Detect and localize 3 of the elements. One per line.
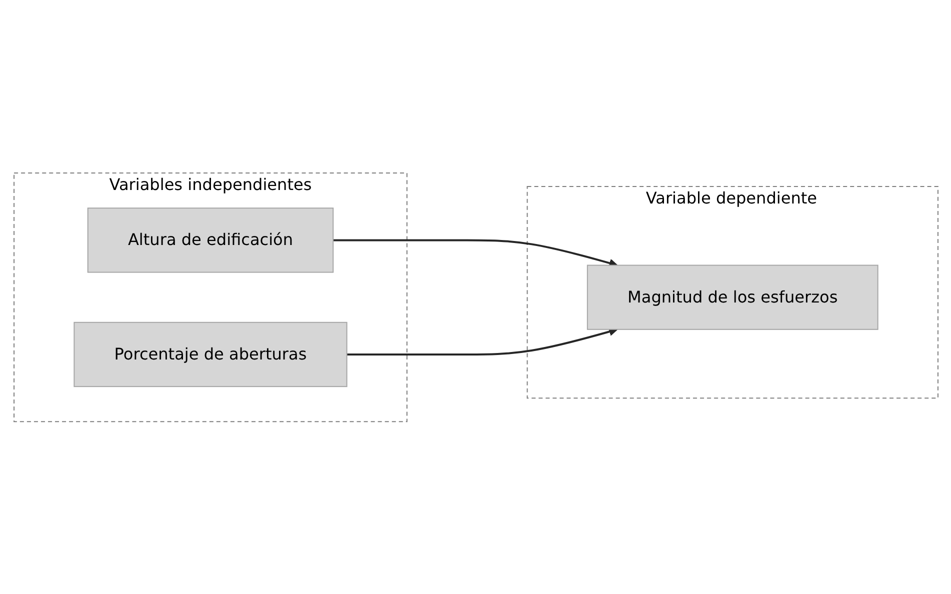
node-box: Magnitud de los esfuerzos — [586, 264, 878, 330]
node-box: Altura de edificación — [86, 207, 334, 272]
node-box: Porcentaje de aberturas — [73, 322, 347, 387]
